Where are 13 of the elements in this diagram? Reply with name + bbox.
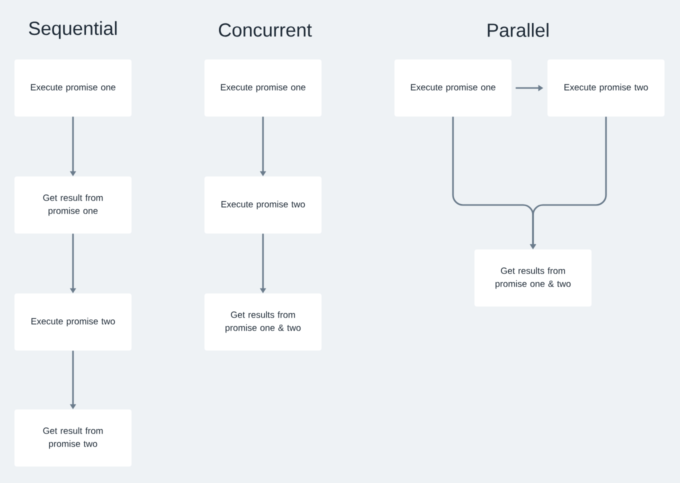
process-box: Get result from promise one: [14, 176, 132, 234]
process-box: Get results from promise one & two: [204, 294, 322, 350]
process-box: Get result from promise two: [14, 410, 132, 466]
process-box: Execute promise two: [548, 60, 664, 116]
process-box: Execute promise one: [204, 60, 322, 116]
column-title: Concurrent: [218, 23, 312, 37]
process-box: Execute promise one: [394, 60, 512, 116]
process-box: Execute promise two: [204, 176, 322, 234]
column-title: Parallel: [488, 23, 548, 37]
column-title: Sequential: [28, 21, 117, 39]
process-box: Get results from promise one & two: [474, 250, 592, 306]
process-box: Execute promise one: [14, 60, 132, 116]
process-box: Execute promise two: [14, 294, 132, 350]
